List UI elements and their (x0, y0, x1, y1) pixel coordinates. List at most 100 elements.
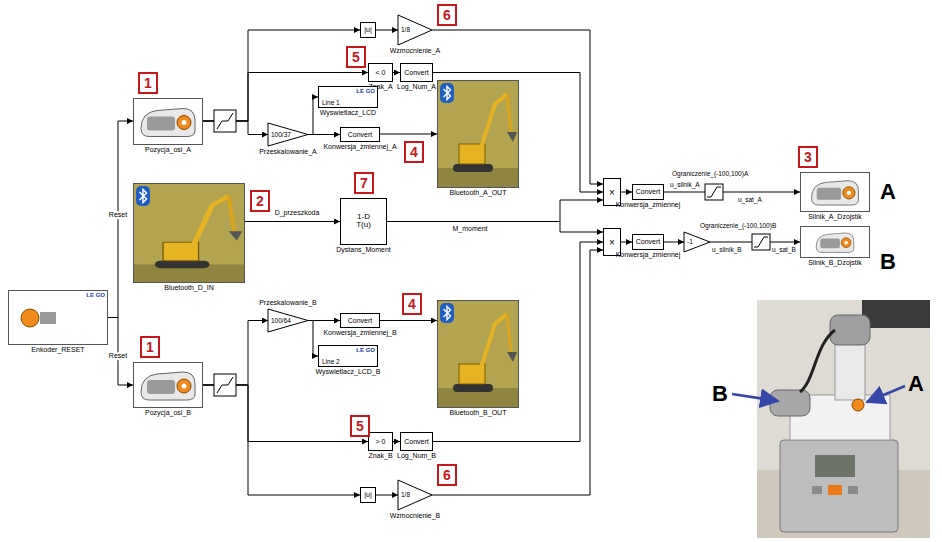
block-text: < 0 (376, 69, 386, 77)
block-text: 1/8 (401, 491, 410, 498)
block-text: Convert (404, 69, 429, 77)
block-name: Konwersja_zmiennej_B (323, 329, 396, 337)
block-name: Pozycja_osi_A (145, 146, 191, 154)
simulink-block: LE GOLine 1Wyswietlacz_LCD (318, 86, 378, 108)
gain-block: -1 (684, 232, 710, 252)
signal-name: u_silnik_B (712, 246, 742, 253)
signal-line (203, 385, 360, 495)
signal-label: Reset (108, 211, 128, 219)
icon-block: Bluetooth_D_IN (133, 183, 245, 283)
simulink-block: |u| (360, 22, 376, 38)
signal-line (308, 134, 340, 135)
signal-label: D_przeszkoda (274, 209, 321, 217)
signal-line (380, 320, 437, 321)
block-text: Convert (348, 317, 373, 325)
icon-block: LE GOEnkoder_RESET (8, 290, 108, 345)
simulink-block: ConvertKonwersja_zmiennej_A (340, 127, 380, 142)
block-name: Dystans_Moment (336, 246, 390, 254)
block-text: × (609, 187, 615, 198)
lego-tag: LE GO (86, 292, 105, 299)
simulink-block: < 0Znak_A (368, 63, 393, 82)
axis-letter: B (880, 250, 896, 274)
signal-line (387, 200, 603, 222)
block-text: |u| (364, 26, 372, 34)
icon-block: Bluetooth_B_OUT (437, 300, 519, 408)
signal-line (393, 72, 400, 73)
block-text: 1-D T(u) (354, 213, 374, 231)
callout-number: 6 (437, 4, 457, 26)
gain-block: 1/8Wzmocnienie_B (398, 480, 432, 510)
block-name: Konwersja_zmiennej (616, 251, 681, 259)
gain-block: 1/8Wzmocnienie_A (398, 15, 432, 45)
block-name: Konwersja_zmiennej (616, 201, 681, 209)
block-name: Silnik_B_Dzojstik (808, 259, 862, 267)
simulink-block: ConvertKonwersja_zmiennej_B (340, 313, 380, 328)
icon-block: Silnik_A_Dzojstik (800, 172, 870, 212)
lcd-line: Line 1 (322, 99, 340, 106)
callout-number: 2 (250, 190, 270, 212)
signal-line (387, 222, 603, 233)
simulink-block: ConvertKonwersja_zmiennej (632, 234, 664, 250)
callout-number: 7 (354, 172, 374, 194)
block-name: Bluetooth_D_IN (164, 284, 213, 292)
block-text: Convert (348, 131, 373, 139)
block-name: Bluetooth_A_OUT (450, 189, 507, 197)
signal-name: u_sat_A (738, 196, 762, 203)
signal-line (245, 221, 340, 222)
block-text: Convert (636, 238, 661, 246)
icon-block: Pozycja_osi_A (133, 98, 203, 145)
simulink-block: ConvertKonwersja_zmiennej (632, 184, 664, 200)
signal-line (108, 318, 133, 386)
block-text: 100/37 (271, 131, 291, 138)
block-name: Pozycja_osi_B (145, 409, 191, 417)
lego-tag: LE GO (356, 347, 375, 354)
signal-line (380, 134, 437, 135)
block-text: × (609, 237, 615, 248)
callout-number: 6 (437, 464, 457, 486)
signal-name: Ograniczenie_(-100,100)A (672, 170, 748, 177)
callout-number: 1 (140, 336, 160, 358)
block-name: Log_Num_B (397, 452, 436, 460)
signal-line (664, 242, 684, 243)
signal-label: M_moment (451, 225, 488, 233)
block-text: 1/8 (401, 26, 410, 33)
axis-letter: A (908, 372, 924, 396)
callout-number: 1 (138, 72, 158, 94)
icon-block: Pozycja_osi_B (133, 362, 203, 408)
callout-number: 5 (350, 415, 370, 437)
block-text: 100/64 (271, 317, 291, 324)
block-name: Wyswietlacz_LCD (320, 109, 376, 117)
simulink-block: LE GOLine 2Wyswietlacz_LCD_B (318, 345, 378, 367)
icon-block: Bluetooth_A_OUT (437, 80, 519, 188)
block-text: |u| (364, 491, 372, 499)
callout-number: 5 (346, 46, 366, 68)
simulink-block: ConvertLog_Num_B (400, 432, 433, 451)
signal-name: Ograniczenie_(-100,100)B (700, 222, 776, 229)
simulink-block: ConvertLog_Num_A (400, 63, 433, 82)
block-name: Log_Num_A (397, 83, 436, 91)
signal-name: u_silnik_A (670, 181, 700, 188)
signal-name: u_sat_B (772, 246, 796, 253)
block-text: Convert (404, 438, 429, 446)
block-text: Convert (636, 188, 661, 196)
block-name: Przeskalowanie_A (259, 148, 317, 156)
signal-line (108, 121, 133, 318)
signal-line (621, 242, 632, 243)
block-name: Wyswietlacz_LCD_B (316, 368, 381, 376)
signal-line (433, 242, 603, 442)
block-text: -1 (687, 238, 693, 245)
block-name: Wzmocnienie_A (390, 47, 441, 55)
block-name: Przeskalowanie_B (259, 299, 317, 307)
callout-number: 3 (798, 146, 818, 168)
simulink-block: 1-D T(u)Dystans_Moment (340, 198, 387, 245)
lego-tag: LE GO (356, 88, 375, 95)
signal-line (376, 30, 398, 31)
signal-line (433, 73, 603, 193)
signal-line (393, 441, 400, 442)
simulink-block: > 0Znak_B (368, 432, 393, 451)
callout-number: 4 (402, 293, 422, 315)
gain-block: 100/64Przeskalowanie_B (268, 309, 308, 332)
signal-line (308, 97, 318, 135)
callout-number: 4 (404, 141, 424, 163)
signal-line (432, 250, 603, 495)
